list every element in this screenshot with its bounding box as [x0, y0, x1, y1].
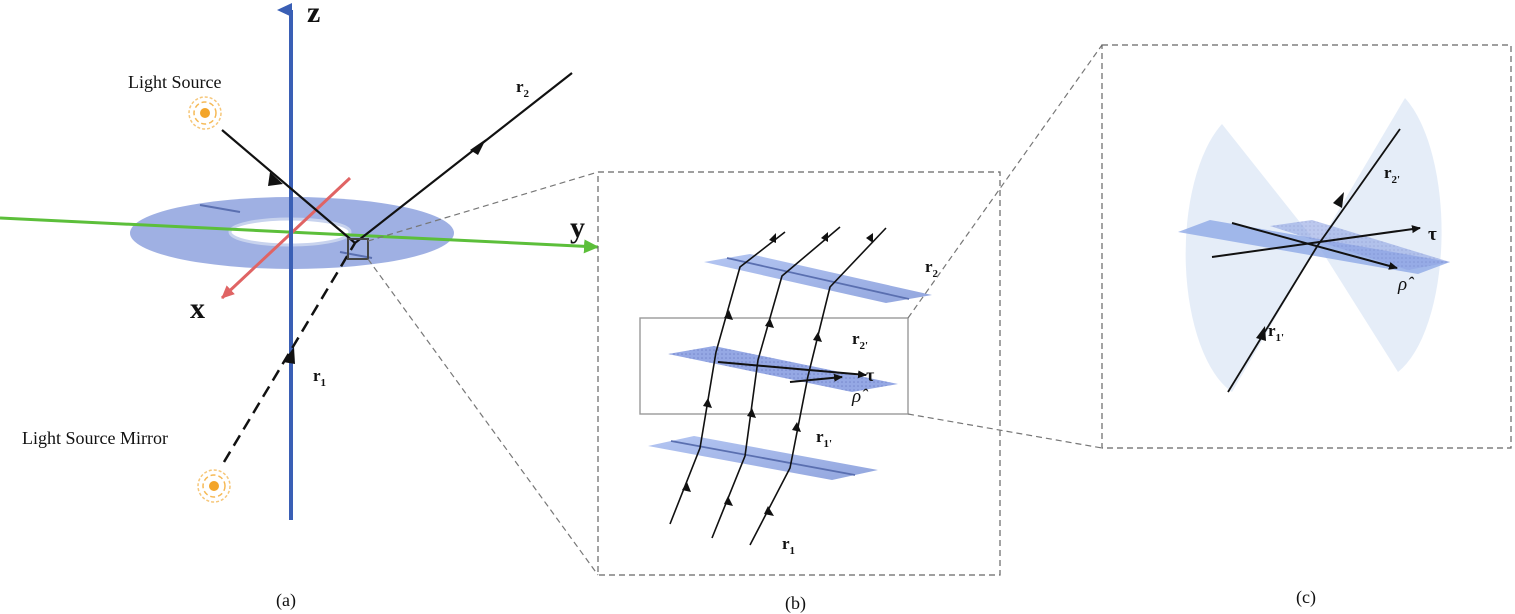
cone-left: [1185, 124, 1318, 392]
tau-arrow-b: [717, 361, 867, 379]
panel-b-frame: [597, 171, 1001, 576]
x-axis-label: x: [190, 292, 205, 325]
ray-bundle-arrows: [682, 232, 873, 516]
tau-label-c: τ: [1428, 224, 1437, 245]
plate-bottom-seam: [670, 440, 856, 476]
plate-middle: [668, 346, 898, 392]
ray-r1-arrow: [283, 347, 295, 364]
caption-a: (a): [276, 590, 296, 611]
light-source-mirror-label: Light Source Mirror: [22, 428, 168, 448]
panel-c-frame: [1101, 44, 1512, 449]
light-source-icon: [188, 96, 222, 130]
panel-b-highlight-box: [639, 317, 909, 415]
y-axis: [0, 216, 599, 254]
panel-b: r2 r2' τ ρ̂ r1' r1 (b): [597, 171, 1001, 614]
ray-r2p-c: [1317, 128, 1401, 246]
panel-a: z y x Light Source Light Source Mirror r…: [0, 0, 599, 611]
cone-right: [1318, 98, 1442, 372]
disk-seam: [339, 251, 373, 259]
r2p-label-b: r2': [852, 329, 868, 352]
plate-c-dotted: [1270, 220, 1450, 270]
ray-incident: [221, 129, 356, 244]
ray-r1p-c: [1227, 244, 1319, 393]
ray-r2p-arrow-c: [1333, 192, 1344, 208]
r1-label-b: r1: [782, 534, 795, 557]
y-axis-label: y: [570, 211, 585, 244]
r1p-label-b: r1': [816, 427, 832, 450]
r1-label: r1: [313, 366, 326, 389]
zoom-guide: [367, 258, 599, 576]
r2-label-b: r2: [925, 257, 939, 280]
z-axis-label: z: [307, 0, 320, 29]
zoom-guide: [367, 171, 599, 242]
zoom-square: [347, 238, 369, 260]
plate-top-seam: [726, 257, 910, 300]
light-source-label: Light Source: [128, 72, 221, 92]
ray-incident-arrow: [268, 172, 283, 186]
ray-r1-mirror: [222, 242, 357, 463]
x-axis: [220, 176, 352, 300]
caption-b: (b): [785, 593, 806, 614]
r1p-label-c: r1': [1268, 321, 1284, 344]
ray-r2: [354, 72, 573, 244]
light-source-mirror-icon: [197, 469, 231, 503]
caption-c: (c): [1296, 587, 1316, 608]
panel-c: r2' τ ρ̂ r1' (c): [1101, 44, 1512, 608]
zoom-guide: [907, 413, 1103, 449]
r2-label: r2: [516, 77, 530, 100]
ray-r2-arrow: [470, 139, 486, 155]
tau-label-b: τ: [866, 365, 875, 385]
ray-r1p-arrow-c: [1256, 326, 1266, 341]
ray-bundle: [669, 226, 887, 546]
r2p-label-c: r2': [1384, 163, 1400, 186]
rho-arrow-b: [789, 373, 843, 383]
zoom-guide: [907, 44, 1103, 319]
disk-seam: [199, 204, 241, 213]
tau-arrow-c: [1211, 225, 1421, 258]
rho-arrow-c: [1231, 222, 1398, 270]
